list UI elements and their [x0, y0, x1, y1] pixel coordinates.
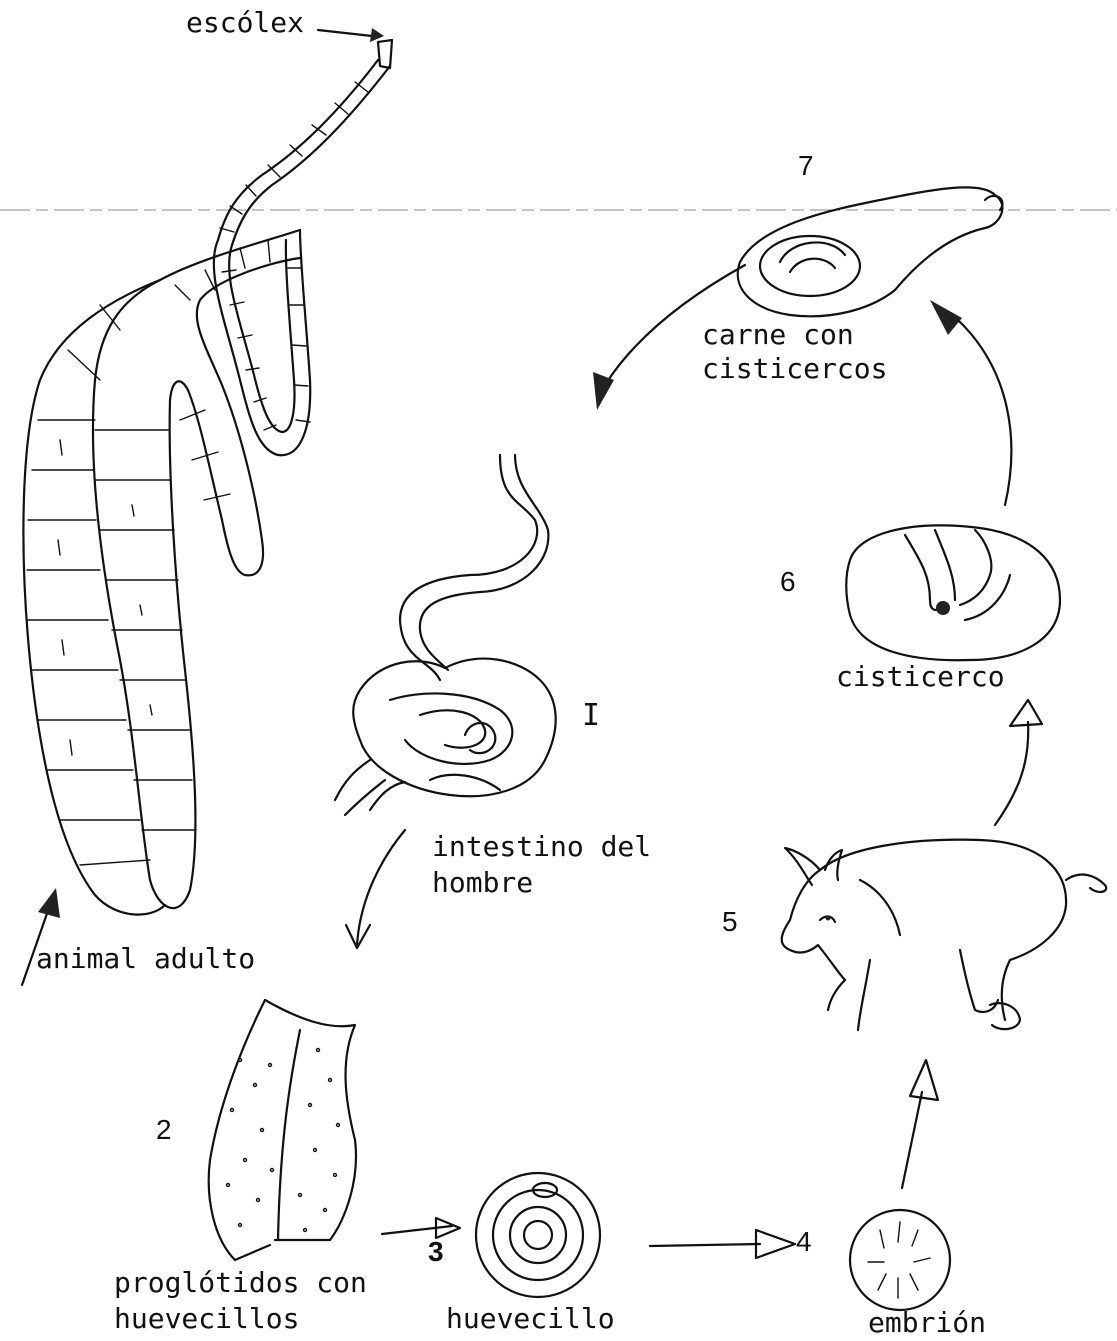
- proglotidos-label-line2: huevecillos: [114, 1302, 299, 1336]
- egg-drawing: [476, 1173, 600, 1297]
- animal-adulto-label: animal adulto: [36, 942, 255, 976]
- stage-number-6: 6: [780, 566, 796, 598]
- stage-number-5: 5: [722, 906, 738, 938]
- adult-tapeworm-drawing: [23, 40, 392, 915]
- stage-number-3: 3: [428, 1236, 444, 1268]
- stage-number-7: 7: [798, 150, 814, 182]
- embryo-drawing: [850, 1210, 950, 1310]
- egg-arrow: [650, 1244, 760, 1246]
- embryo-arrow: [902, 1092, 922, 1188]
- intestine-drawing: [335, 455, 556, 815]
- carne-label-line1: carne con: [702, 318, 854, 352]
- meat-drawing: [738, 187, 1003, 316]
- intestino-label-line1: intestino del: [432, 830, 651, 864]
- cysticercus-drawing: [846, 525, 1060, 660]
- scolex-drawing: [378, 40, 392, 68]
- intestine-arrow: [357, 830, 405, 945]
- escolex-label: escólex: [186, 6, 304, 40]
- stage-number-1: I: [582, 698, 600, 733]
- pig-arrow: [995, 722, 1028, 825]
- stage-number-2: 2: [156, 1114, 172, 1146]
- proglotidos-label-line1: proglótidos con: [114, 1266, 367, 1300]
- proglottid-drawing: [209, 1000, 356, 1260]
- intestino-label-line2: hombre: [432, 866, 533, 900]
- proglottid-arrow: [382, 1226, 452, 1234]
- stage-number-4: 4: [796, 1226, 812, 1258]
- pig-drawing: [782, 840, 1106, 1030]
- huevecillo-label: huevecillo: [446, 1302, 615, 1336]
- cisticerco-label: cisticerco: [836, 660, 1005, 694]
- carne-label-line2: cisticercos: [702, 352, 887, 386]
- escolex-arrow: [318, 30, 372, 36]
- embrion-label: embrión: [868, 1306, 986, 1340]
- cysticercus-arrow: [958, 320, 1011, 505]
